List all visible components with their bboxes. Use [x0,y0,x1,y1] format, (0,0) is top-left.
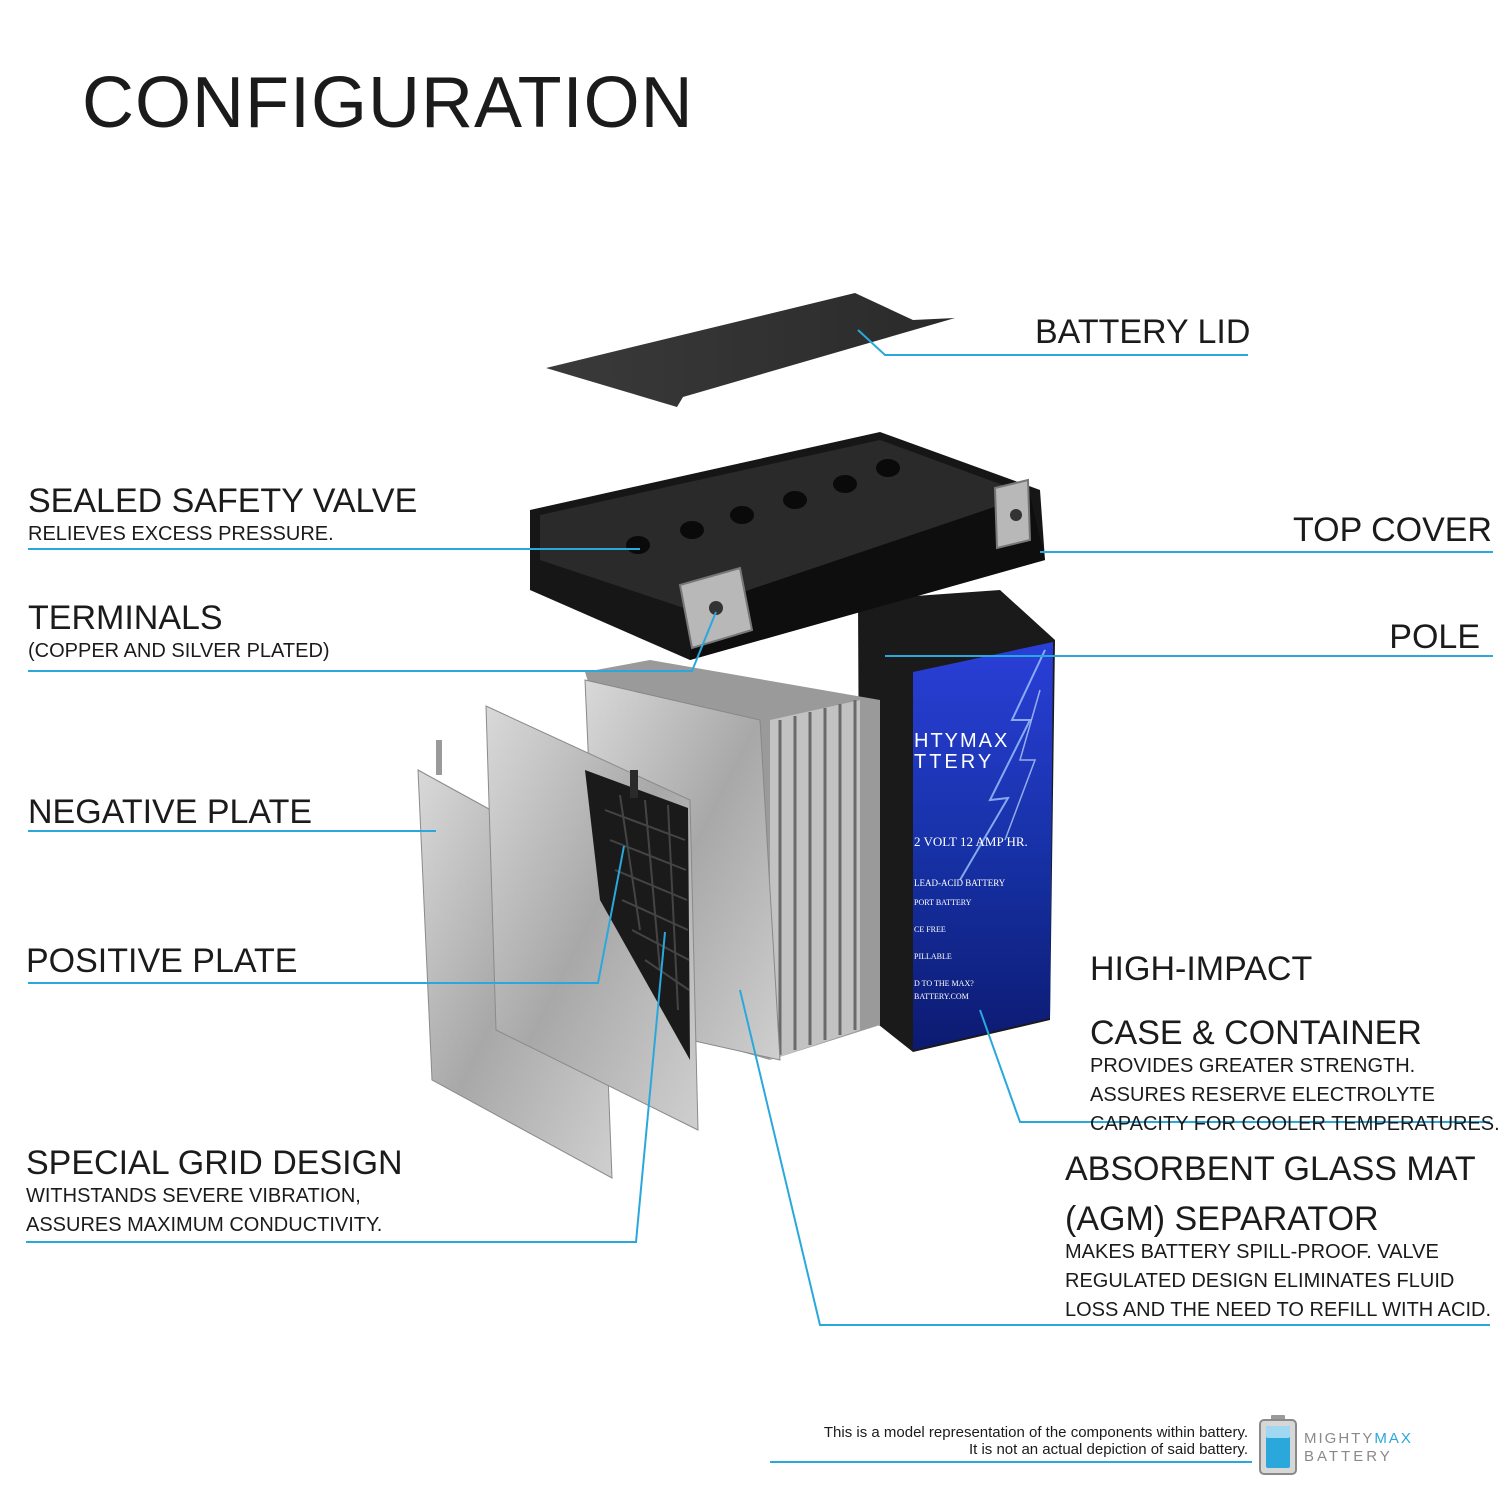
logo-battery: BATTERY [1304,1448,1393,1465]
terminal-left [678,566,754,650]
agm-heading-1: ABSORBENT GLASS MAT [1065,1150,1476,1188]
callout-battery-lid: BATTERY LID [1035,313,1250,351]
battery-lid-shape [546,293,955,407]
battery-lid-heading: BATTERY LID [1035,313,1251,351]
label-type: LEAD-ACID BATTERY [914,878,1006,888]
callout-top-cover: TOP COVER [1293,511,1492,549]
positive-plate-shape [485,705,699,1131]
pole-heading: POLE [1389,618,1480,656]
battery-logo-icon [1259,1415,1297,1475]
terminal-right [993,478,1032,550]
brand-logo: MIGHTYMAX BATTERY [1304,1430,1413,1466]
special-grid-heading: SPECIAL GRID DESIGN [26,1144,403,1182]
callout-terminals: TERMINALS (COPPER AND SILVER PLATED) [28,599,330,666]
callout-positive-plate: POSITIVE PLATE [26,942,297,980]
positive-plate-heading: POSITIVE PLATE [26,942,298,980]
footer-disclaimer: This is a model representation of the co… [824,1424,1248,1458]
sealed-safety-valve-heading: SEALED SAFETY VALVE [28,482,418,520]
callout-high-impact-case: HIGH-IMPACT CASE & CONTAINER PROVIDES GR… [1090,950,1500,1139]
label-line-7: PILLABLE [914,952,952,961]
battery-label-text: HTYMAX TTERY 2 VOLT 12 AMP HR. LEAD-ACID… [914,730,1054,1001]
agm-desc-3: LOSS AND THE NEED TO REFILL WITH ACID. [1065,1299,1492,1321]
footer-line-2: It is not an actual depiction of said ba… [968,1441,1248,1458]
top-cover-shape [530,432,1045,660]
label-line-6: CE FREE [914,925,946,934]
leader-lines [26,329,1493,1463]
high-impact-desc-1: PROVIDES GREATER STRENGTH. [1090,1055,1416,1077]
logo-mighty: MIGHTY [1304,1430,1375,1447]
label-brand-1: HTYMAX [914,730,1010,752]
callout-sealed-safety-valve: SEALED SAFETY VALVE RELIEVES EXCESS PRES… [28,482,417,549]
terminals-desc: (COPPER AND SILVER PLATED) [28,640,330,662]
logo-max: MAX [1374,1430,1413,1447]
page-title: CONFIGURATION [82,63,694,143]
high-impact-desc-2: ASSURES RESERVE ELECTROLYTE [1090,1084,1435,1106]
high-impact-desc-3: CAPACITY FOR COOLER TEMPERATURES. [1090,1113,1500,1135]
callout-special-grid: SPECIAL GRID DESIGN WITHSTANDS SEVERE VI… [26,1144,403,1240]
agm-desc-1: MAKES BATTERY SPILL-PROOF. VALVE [1065,1241,1439,1263]
label-line-5: PORT BATTERY [914,898,972,907]
label-voltage: 2 VOLT 12 AMP HR. [914,834,1028,849]
high-impact-heading-2: CASE & CONTAINER [1090,1014,1422,1052]
negative-plate-heading: NEGATIVE PLATE [28,793,313,831]
label-line-9: BATTERY.COM [914,992,969,1001]
sealed-safety-valve-desc: RELIEVES EXCESS PRESSURE. [28,523,334,545]
special-grid-desc-2: ASSURES MAXIMUM CONDUCTIVITY. [26,1214,383,1236]
agm-desc-2: REGULATED DESIGN ELIMINATES FLUID [1065,1270,1455,1292]
callout-agm-separator: ABSORBENT GLASS MAT (AGM) SEPARATOR MAKE… [1065,1150,1491,1325]
terminals-heading: TERMINALS [28,599,223,637]
agm-heading-2: (AGM) SEPARATOR [1065,1200,1379,1238]
label-line-8: D TO THE MAX? [914,979,974,988]
footer-line-1: This is a model representation of the co… [823,1424,1248,1441]
case-container [858,590,1055,1052]
callout-negative-plate: NEGATIVE PLATE [28,793,312,831]
special-grid-desc-1: WITHSTANDS SEVERE VIBRATION, [26,1185,361,1207]
top-cover-heading: TOP COVER [1292,511,1492,549]
callout-pole: POLE [1389,618,1480,656]
label-brand-2: TTERY [914,751,995,773]
high-impact-heading-1: HIGH-IMPACT [1090,950,1313,988]
